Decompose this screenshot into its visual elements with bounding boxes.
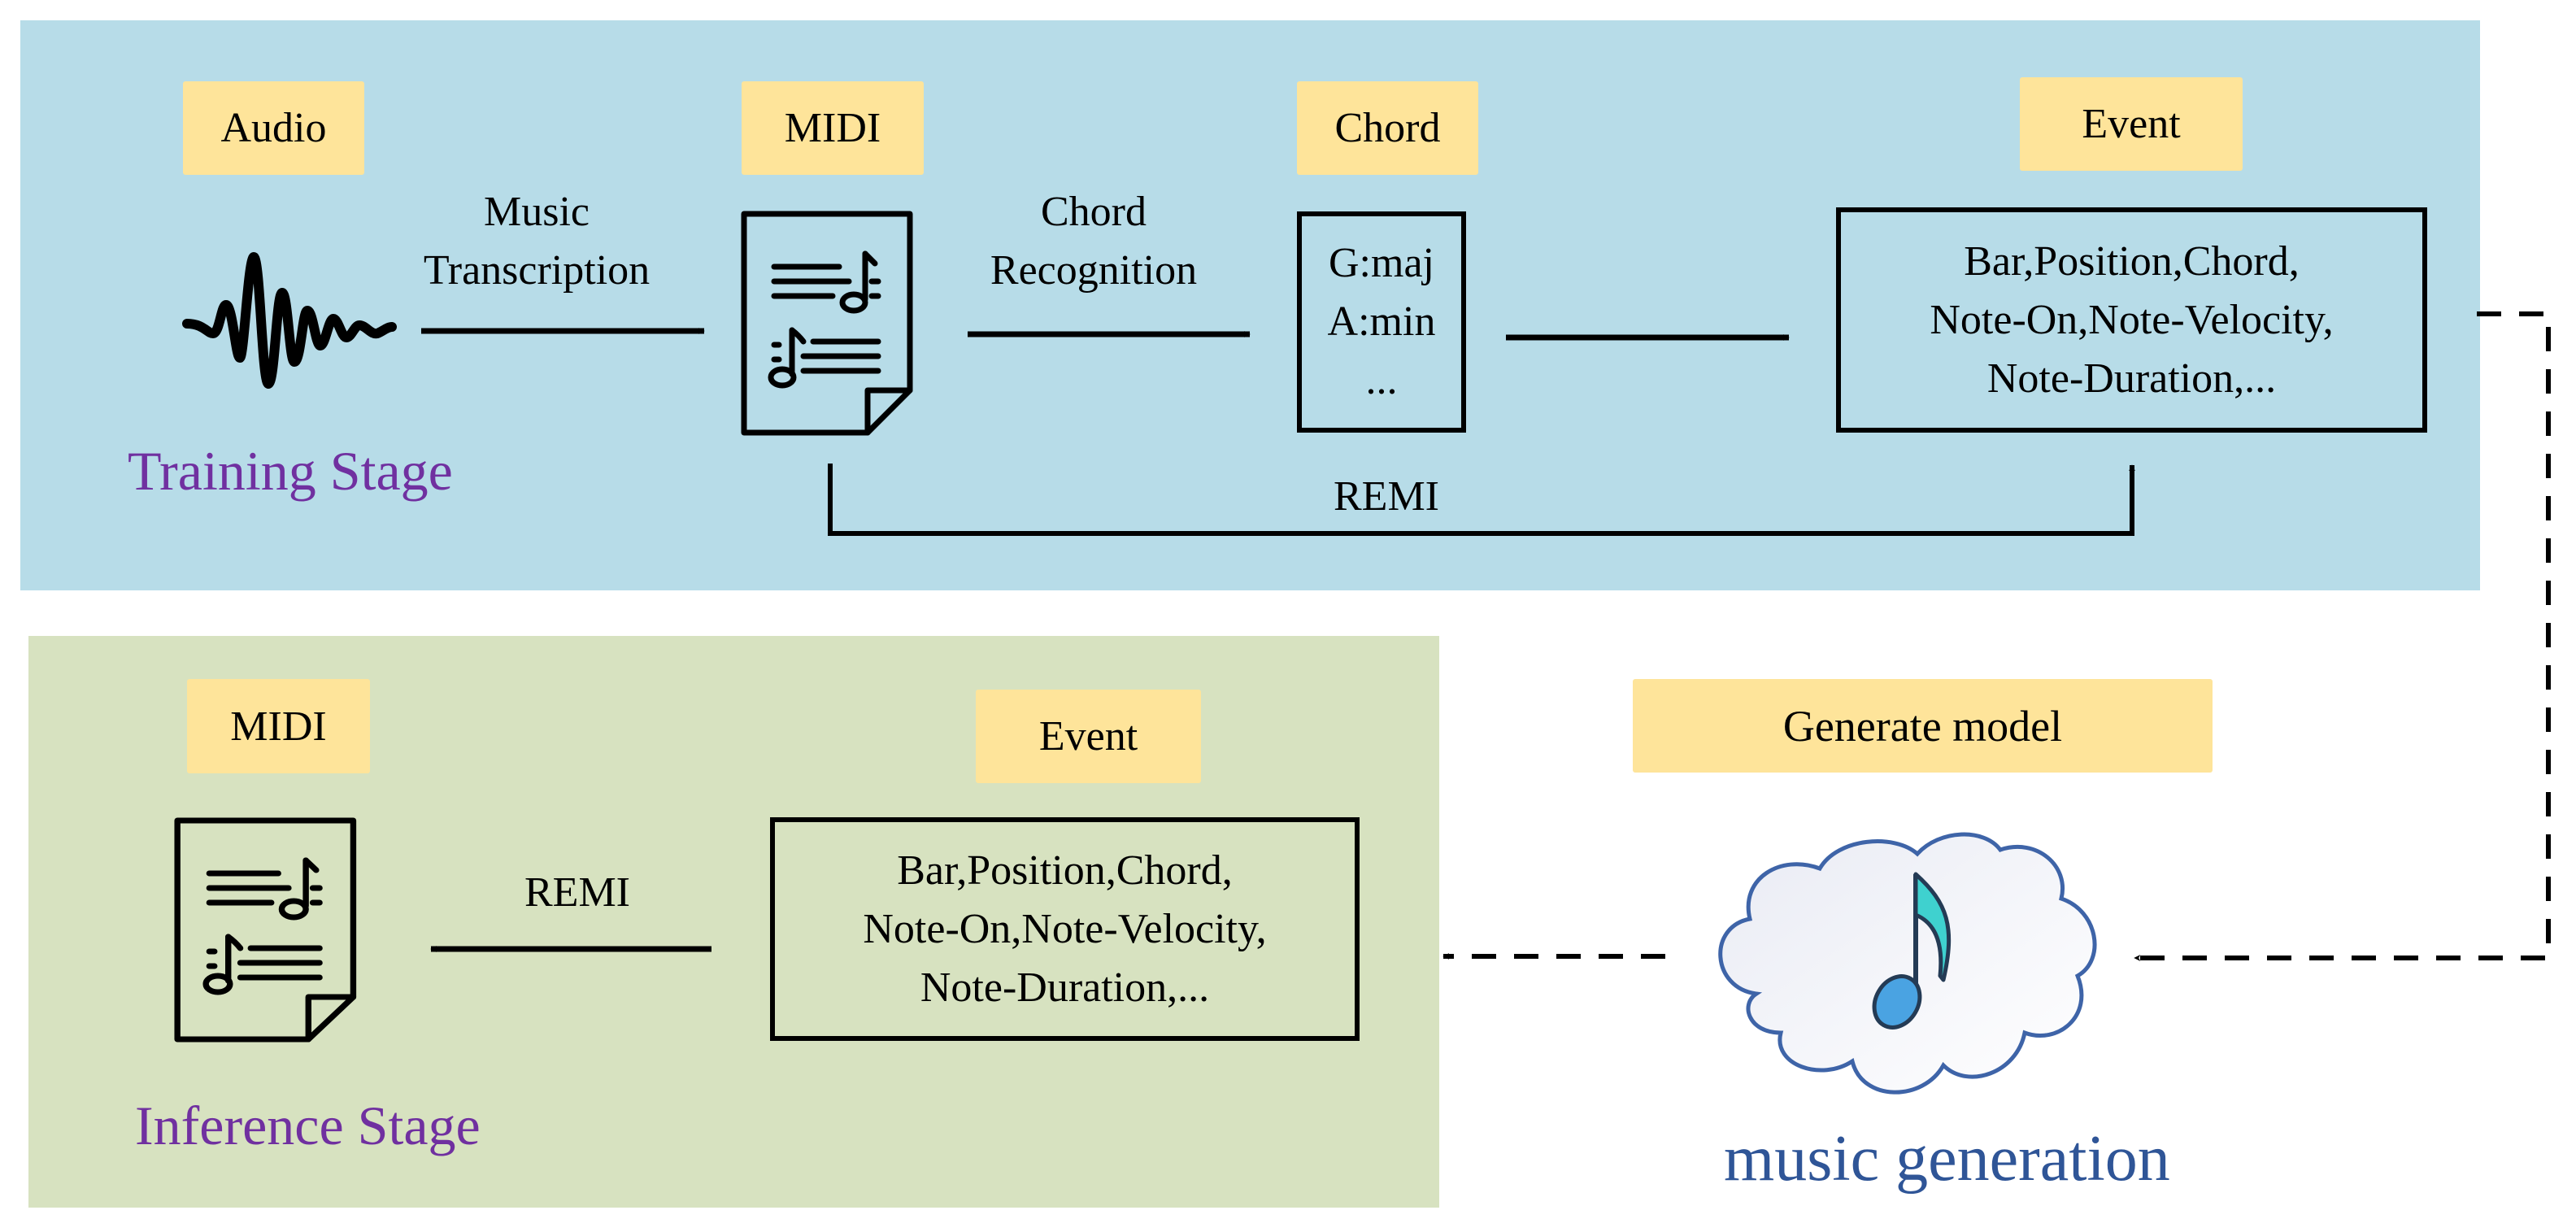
remi-caption-training: REMI (1334, 473, 1439, 520)
event-box-inference: Bar,Position,Chord, Note-On,Note-Velocit… (770, 817, 1360, 1041)
chord-item: A:min (1327, 298, 1436, 345)
inference-stage-title: Inference Stage (135, 1095, 481, 1156)
inference-event-label: Event (976, 690, 1201, 783)
event-line: Note-On,Note-Velocity, (1930, 296, 2334, 343)
midi-label: MIDI (742, 81, 924, 175)
event-line: Bar,Position,Chord, (1964, 237, 2300, 285)
music-note-icon (1872, 872, 1952, 1030)
event-line: Bar,Position,Chord, (897, 847, 1233, 894)
event-line: Note-Duration,... (920, 964, 1210, 1011)
event-label: Event (2020, 77, 2243, 171)
training-stage-title: Training Stage (128, 440, 453, 502)
chord-label: Chord (1297, 81, 1478, 175)
caption-line: Chord (1041, 189, 1147, 235)
chord-recognition-caption: Chord Recognition (955, 183, 1232, 300)
chord-item: G:maj (1329, 240, 1434, 286)
event-line: Note-On,Note-Velocity, (863, 905, 1267, 952)
music-generation-caption: music generation (1724, 1123, 2170, 1195)
generate-model-label: Generate model (1633, 679, 2213, 773)
caption-line: Recognition (990, 247, 1198, 294)
dashed-connector-to-model (2134, 311, 2551, 961)
chord-item: ... (1365, 357, 1398, 403)
chord-box: G:maj A:min ... (1297, 211, 1466, 433)
inference-midi-label: MIDI (187, 679, 370, 773)
music-transcription-caption: Music Transcription (398, 183, 675, 300)
audio-waveform-icon (182, 252, 397, 389)
caption-line: Music (484, 189, 590, 235)
event-box-training: Bar,Position,Chord, Note-On,Note-Velocit… (1836, 207, 2427, 433)
cloud-icon (1718, 832, 2097, 1095)
midi-document-icon (741, 211, 913, 436)
caption-line: Transcription (423, 247, 651, 294)
inference-midi-document-icon (174, 817, 357, 1043)
remi-caption-inference: REMI (524, 869, 630, 916)
remi-training-connector (828, 464, 2135, 536)
event-line: Note-Duration,... (1986, 355, 2277, 402)
audio-label: Audio (183, 81, 364, 175)
